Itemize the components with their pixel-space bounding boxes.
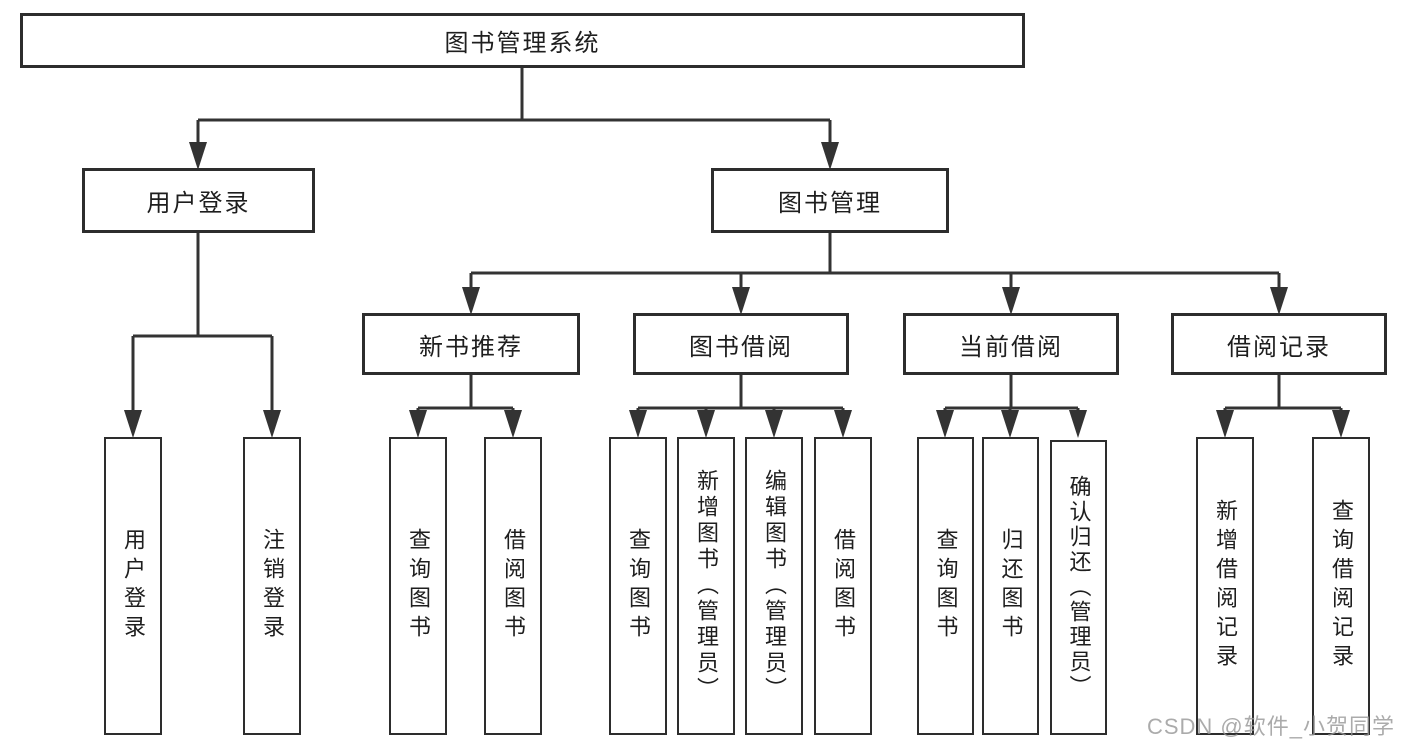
leaf-confirm-return-admin: 确认归还（管理员） <box>1050 440 1107 735</box>
arrowhead <box>504 410 522 438</box>
leaf-query-books-2: 查询图书 <box>609 437 667 735</box>
leaf-logout: 注销登录 <box>243 437 301 735</box>
connector-user-login-path <box>131 233 274 414</box>
node-label: 图书管理系统 <box>444 30 601 57</box>
leaf-query-books-1: 查询图书 <box>389 437 447 735</box>
connector-borrow-records-path <box>1223 375 1343 414</box>
arrowhead <box>263 410 281 438</box>
connector-book-borrow-path <box>636 375 845 414</box>
leaf-label: 查询图书 <box>933 528 959 644</box>
connector-book-management-path <box>469 233 1281 291</box>
leaf-borrow-books-2: 借阅图书 <box>814 437 872 735</box>
leaf-label: 新增借阅记录 <box>1213 499 1238 673</box>
node-borrow-records: 借阅记录 <box>1171 313 1387 375</box>
connector-user-login <box>124 233 281 438</box>
arrowhead <box>697 410 715 438</box>
node-root-system: 图书管理系统 <box>20 13 1025 68</box>
leaf-query-borrow-record: 查询借阅记录 <box>1312 437 1370 735</box>
node-book-borrow: 图书借阅 <box>633 313 849 375</box>
leaf-edit-books-admin: 编辑图书（管理员） <box>745 437 803 735</box>
node-user-login: 用户登录 <box>82 168 315 233</box>
leaf-label: 归还图书 <box>998 528 1024 644</box>
leaf-label: 新增图书（管理员） <box>694 469 719 703</box>
arrowhead <box>765 410 783 438</box>
connector-root-path <box>196 68 832 148</box>
leaf-label: 查询图书 <box>406 528 431 644</box>
connector-current-borrow-path <box>943 375 1080 414</box>
node-new-book-recommend: 新书推荐 <box>362 313 580 375</box>
arrowhead <box>124 410 142 438</box>
leaf-add-books-admin: 新增图书（管理员） <box>677 437 735 735</box>
arrowhead <box>1216 410 1234 438</box>
leaf-label: 借阅图书 <box>501 528 526 644</box>
arrowhead <box>732 287 750 315</box>
node-label: 图书管理 <box>778 190 882 217</box>
node-label: 借阅记录 <box>1227 333 1331 361</box>
arrowhead <box>189 142 207 170</box>
arrowhead <box>936 410 954 438</box>
leaf-label: 查询图书 <box>626 528 651 644</box>
arrowhead <box>1332 410 1350 438</box>
connector-root <box>189 68 839 170</box>
node-label: 图书借阅 <box>689 333 793 361</box>
leaf-add-borrow-record: 新增借阅记录 <box>1196 437 1254 735</box>
leaf-label: 查询借阅记录 <box>1329 499 1354 673</box>
connector-book-borrow <box>629 375 852 438</box>
arrowhead <box>821 142 839 170</box>
connector-new-books <box>409 375 522 438</box>
node-book-management: 图书管理 <box>711 168 949 233</box>
watermark: CSDN @软件_小贺同学 <box>1146 714 1395 739</box>
leaf-label: 编辑图书（管理员） <box>762 469 787 703</box>
leaf-label: 借阅图书 <box>831 528 856 644</box>
arrowhead <box>834 410 852 438</box>
node-label: 当前借阅 <box>959 333 1063 361</box>
arrowhead <box>1069 410 1087 438</box>
node-current-borrow: 当前借阅 <box>903 313 1119 375</box>
connector-new-books-path <box>416 375 515 414</box>
arrowhead <box>462 287 480 315</box>
leaf-label: 注销登录 <box>260 528 285 644</box>
connector-book-management <box>462 233 1288 315</box>
leaf-label: 用户登录 <box>121 528 146 644</box>
connector-current-borrow <box>936 375 1087 438</box>
arrowhead <box>1002 287 1020 315</box>
node-label: 新书推荐 <box>419 333 523 361</box>
arrowhead <box>409 410 427 438</box>
arrowhead <box>1001 410 1019 438</box>
leaf-borrow-books-1: 借阅图书 <box>484 437 542 735</box>
leaf-user-login: 用户登录 <box>104 437 162 735</box>
leaf-query-books-3: 查询图书 <box>917 437 974 735</box>
leaf-return-books: 归还图书 <box>982 437 1039 735</box>
node-label: 用户登录 <box>146 190 251 217</box>
leaf-label: 确认归还（管理员） <box>1066 475 1092 700</box>
arrowhead <box>629 410 647 438</box>
arrowhead <box>1270 287 1288 315</box>
connector-borrow-records <box>1216 375 1350 438</box>
